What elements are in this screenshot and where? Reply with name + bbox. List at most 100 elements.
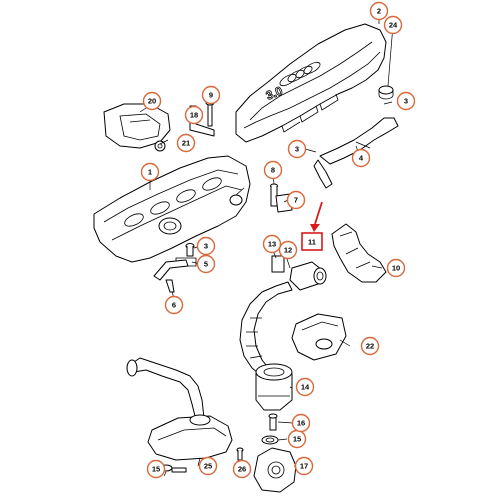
callout-circle [369, 1, 389, 21]
coolant-pipe [313, 117, 399, 189]
callout-circle [263, 160, 283, 180]
callout-18: 18 [184, 105, 204, 125]
callout-circle [142, 91, 162, 111]
callout-circle [262, 234, 282, 254]
callout-15: 15 [287, 429, 307, 449]
callout-number: 3 [404, 97, 408, 106]
callout-14: 14 [295, 377, 315, 397]
callout-25: 25 [198, 456, 218, 476]
callout-number: 8 [271, 166, 275, 175]
callout-number: 5 [204, 260, 208, 269]
callout-number: 14 [301, 383, 310, 392]
callout-15: 15 [146, 459, 166, 479]
callout-circle [278, 240, 298, 260]
callout-circle [140, 162, 160, 182]
callout-number: 24 [389, 21, 398, 30]
callout-3: 3 [396, 91, 416, 111]
callout-circle [360, 336, 380, 356]
callout-3: 3 [287, 139, 307, 159]
callout-number: 6 [172, 301, 176, 310]
callout-26: 26 [232, 459, 252, 479]
breather-pipe [153, 259, 189, 293]
callout-circle [184, 105, 204, 125]
callout-number: 12 [284, 246, 292, 255]
callout-number: 16 [297, 419, 305, 428]
nut-part [154, 140, 166, 152]
callout-2: 2 [369, 1, 389, 21]
callout-circle [201, 85, 221, 105]
callout-13: 13 [262, 234, 282, 254]
callout-21: 21 [176, 133, 196, 153]
callout-1: 1 [140, 162, 160, 182]
pcv-valve [271, 255, 327, 291]
callout-9: 9 [201, 85, 221, 105]
callout-10: 10 [386, 258, 406, 278]
callout-circle [164, 295, 184, 315]
callout-number: 25 [204, 462, 212, 471]
callout-number: 7 [294, 196, 298, 205]
callout-circle [386, 258, 406, 278]
callout-circle [146, 459, 166, 479]
callout-number: 9 [209, 91, 213, 100]
callout-circle [351, 148, 371, 168]
callout-4: 4 [351, 148, 371, 168]
callout-number: 13 [268, 240, 276, 249]
callout-12: 12 [278, 240, 298, 260]
engine-cover: 3.0 [235, 23, 387, 143]
oil-tank [147, 414, 233, 461]
callout-number: 1 [148, 168, 152, 177]
callout-16: 16 [291, 413, 311, 433]
cover-logo-text: 3.0 [264, 83, 285, 102]
callout-17: 17 [294, 456, 314, 476]
callout-circle [383, 15, 403, 35]
callout-number: 2 [377, 7, 381, 16]
callout-circle [196, 236, 216, 256]
callout-20: 20 [142, 91, 162, 111]
highlight-marker [310, 201, 323, 232]
callout-number: 3 [204, 242, 208, 251]
callout-24: 24 [383, 15, 403, 35]
callout-circle [198, 456, 218, 476]
small-cover-part [103, 103, 171, 149]
callout-3: 3 [196, 236, 216, 256]
callout-number: 15 [293, 435, 301, 444]
callout-circle [287, 139, 307, 159]
callout-number: 4 [359, 154, 364, 163]
callout-circle [286, 190, 306, 210]
callout-circle [176, 133, 196, 153]
callout-number: 18 [190, 111, 198, 120]
callout-circle [196, 254, 216, 274]
highlight-label: 11 [308, 238, 316, 247]
separator-lower-parts [253, 413, 297, 493]
callout-circle [294, 456, 314, 476]
callout-number: 26 [238, 465, 246, 474]
callout-circle [396, 91, 416, 111]
intake-hose [331, 223, 387, 283]
callout-number: 17 [300, 462, 308, 471]
callout-number: 20 [148, 97, 156, 106]
callout-8: 8 [263, 160, 283, 180]
callout-7: 7 [286, 190, 306, 210]
bottom-small-parts [159, 447, 244, 473]
oil-separator [255, 363, 293, 411]
callout-number: 10 [392, 264, 400, 273]
separator-hose [239, 281, 293, 377]
bracket-cover [291, 313, 347, 361]
callout-circle [232, 459, 252, 479]
highlight-callout-11: 11 [301, 232, 323, 251]
callout-circle [295, 377, 315, 397]
callout-number: 21 [182, 139, 190, 148]
callout-number: 3 [295, 145, 299, 154]
callout-number: 22 [366, 342, 374, 351]
callout-number: 15 [152, 465, 160, 474]
callout-22: 22 [360, 336, 380, 356]
oil-return-pipe [126, 357, 205, 421]
grommet-part [378, 85, 394, 100]
callout-circle [291, 413, 311, 433]
callout-6: 6 [164, 295, 184, 315]
callout-5: 5 [196, 254, 216, 274]
valve-cover [93, 155, 251, 263]
